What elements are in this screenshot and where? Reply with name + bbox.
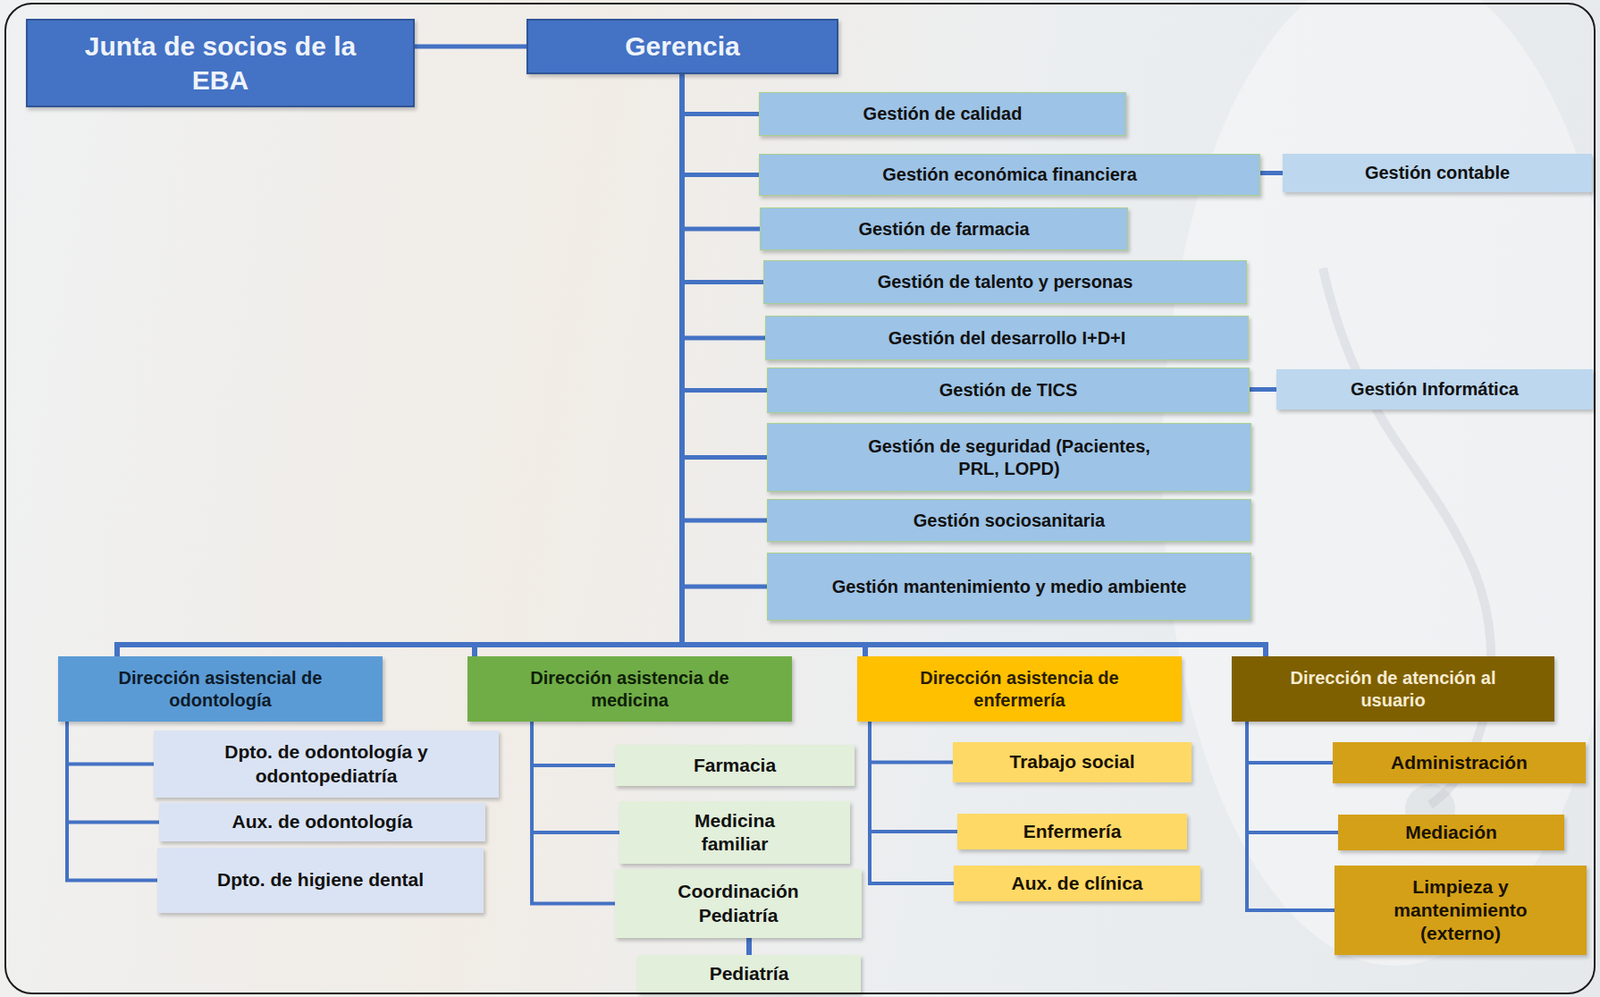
unit-box: Pediatría xyxy=(637,954,861,993)
management-box: Gestión del desarrollo I+D+I xyxy=(765,315,1249,361)
org-connector xyxy=(67,721,154,765)
node-label: Aux. de odontología xyxy=(232,809,413,834)
unit-box: Dpto. de higiene dental xyxy=(157,847,484,913)
node-label: Trabajo social xyxy=(1009,749,1135,774)
org-connector xyxy=(1246,721,1333,763)
direction-box: Dirección de atención al usuario xyxy=(1231,656,1555,722)
org-connector xyxy=(682,74,767,458)
node-label: Limpieza y mantenimiento (externo) xyxy=(1371,875,1550,946)
node-label: Gestión de farmacia xyxy=(858,218,1029,241)
org-connector xyxy=(117,74,683,657)
org-connector xyxy=(869,721,953,763)
management-box: Gestión económica financiera xyxy=(758,153,1261,196)
node-label: Dpto. de higiene dental xyxy=(217,867,424,892)
org-connector xyxy=(869,721,954,884)
org-connector xyxy=(682,74,766,338)
direction-box: Dirección asistencia de medicina xyxy=(467,656,792,722)
management-box: Gestión mantenimiento y medio ambiente xyxy=(766,552,1252,621)
node-label: Dirección asistencial de odontología xyxy=(100,666,342,712)
node-label: Aux. de clínica xyxy=(1010,871,1143,895)
node-label: Dirección de atención al usuario xyxy=(1289,666,1498,712)
unit-box: Enfermería xyxy=(957,813,1188,850)
node-label: Pediatría xyxy=(709,961,790,986)
sub-management-box: Gestión contable xyxy=(1282,153,1592,193)
node-label: Gestión de talento y personas xyxy=(877,270,1134,294)
org-connector xyxy=(1260,170,1283,176)
org-connector xyxy=(531,721,615,766)
org-connector xyxy=(682,74,767,587)
unit-box: Administración xyxy=(1332,741,1586,784)
management-box: Gestión de TICS xyxy=(766,367,1250,413)
direction-box: Dirección asistencial de odontología xyxy=(58,656,383,722)
unit-box: Farmacia xyxy=(614,744,855,786)
unit-box: Aux. de clínica xyxy=(953,865,1201,902)
org-connector xyxy=(1246,721,1339,833)
org-connector xyxy=(1249,387,1277,392)
unit-box: Limpieza y mantenimiento (externo) xyxy=(1334,865,1587,955)
org-connector xyxy=(531,721,615,904)
slide-frame xyxy=(5,3,1595,994)
org-connector xyxy=(682,74,759,115)
management-box: Gestión de farmacia xyxy=(759,207,1129,251)
node-label: Gestión de calidad xyxy=(863,102,1023,126)
org-connector xyxy=(682,74,767,521)
node-label: Gestión de TICS xyxy=(939,378,1078,402)
node-label: Mediación xyxy=(1405,820,1498,844)
org-connector xyxy=(869,721,958,832)
org-connector xyxy=(746,937,752,955)
node-label: Farmacia xyxy=(693,753,776,777)
org-connector xyxy=(682,74,767,391)
node-label: Gestión mantenimiento y medio ambiente xyxy=(832,575,1188,598)
org-connector xyxy=(682,74,764,283)
management-box: Gestión de talento y personas xyxy=(763,260,1247,304)
node-label: Gestión Informática xyxy=(1350,378,1519,401)
org-connector xyxy=(1246,721,1335,910)
org-connector xyxy=(67,721,158,881)
org-connector xyxy=(531,721,620,833)
unit-box: Dpto. de odontología y odontopediatría xyxy=(153,730,499,798)
org-connector xyxy=(682,74,1266,657)
org-connector xyxy=(682,74,759,176)
node-label: Gestión de seguridad (Pacientes, PRL, LO… xyxy=(857,435,1162,480)
governance-box: Gerencia xyxy=(526,18,839,75)
org-connector xyxy=(67,721,160,823)
node-label: Coordinación Pediatría xyxy=(662,879,815,927)
unit-box: Trabajo social xyxy=(952,741,1192,783)
node-label: Gestión contable xyxy=(1364,161,1510,185)
node-label: Gestión sociosanitaria xyxy=(913,509,1106,532)
org-connector xyxy=(682,74,760,229)
node-label: Administración xyxy=(1390,750,1528,775)
direction-box: Dirección asistencia de enfermería xyxy=(857,656,1182,722)
governance-box: Junta de socios de la EBA xyxy=(25,18,415,108)
unit-box: Aux. de odontología xyxy=(159,802,486,842)
management-box: Gestión sociosanitaria xyxy=(766,498,1252,542)
node-label: Gestión del desarrollo I+D+I xyxy=(888,327,1127,350)
node-label: Enfermería xyxy=(1023,819,1122,843)
node-label: Dirección asistencia de enfermería xyxy=(908,666,1132,712)
stethoscope-shadow xyxy=(1322,268,1491,805)
sub-management-box: Gestión Informática xyxy=(1276,369,1593,410)
org-connector xyxy=(414,44,527,50)
node-label: Medicina familiar xyxy=(663,808,807,857)
org-connector xyxy=(474,74,683,657)
management-box: Gestión de calidad xyxy=(758,92,1127,136)
node-label: Gerencia xyxy=(624,29,740,64)
unit-box: Coordinación Pediatría xyxy=(614,868,862,938)
node-label: Gestión económica financiera xyxy=(882,163,1137,186)
unit-box: Mediación xyxy=(1338,814,1565,851)
management-box: Gestión de seguridad (Pacientes, PRL, LO… xyxy=(766,422,1252,492)
node-label: Dirección asistencia de medicina xyxy=(518,666,742,712)
node-label: Dpto. de odontología y odontopediatría xyxy=(174,740,479,788)
unit-box: Medicina familiar xyxy=(619,800,851,864)
node-label: Junta de socios de la EBA xyxy=(73,29,369,97)
